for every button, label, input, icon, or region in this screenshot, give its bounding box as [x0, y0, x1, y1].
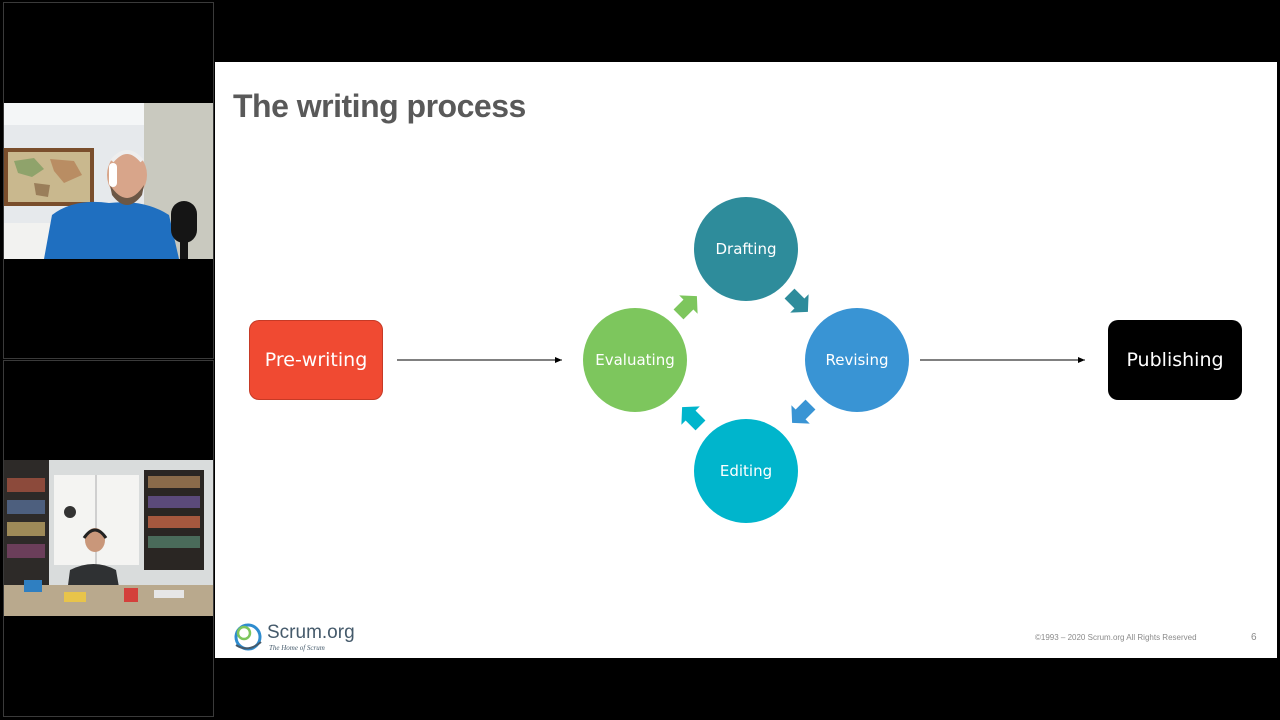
- arrow-drafting-to-revising: [784, 288, 809, 313]
- arrow-evaluating-to-drafting: [673, 295, 698, 320]
- slide-title: The writing process: [233, 88, 526, 124]
- evaluating-circle: Evaluating: [583, 308, 687, 412]
- slide-page-number: 6: [1251, 632, 1257, 643]
- participant-video-1: [4, 103, 213, 259]
- logo-name: Scrum: [267, 622, 322, 643]
- scrum-logo-icon: [234, 623, 262, 651]
- presentation-slide: The writing process Pre-writing Publishi…: [215, 62, 1277, 658]
- logo-suffix: .org: [321, 622, 355, 643]
- editing-circle: Editing: [694, 419, 798, 523]
- arrow-editing-to-evaluating: [681, 406, 706, 431]
- copyright-text: ©1993 – 2020 Scrum.org All Rights Reserv…: [1035, 633, 1197, 642]
- drafting-circle: Drafting: [694, 197, 798, 301]
- logo-tagline: The Home of Scrum: [269, 644, 325, 652]
- process-diagram: [397, 288, 1085, 431]
- participant-video-2: [4, 460, 213, 616]
- publishing-box: Publishing: [1108, 320, 1242, 400]
- prewriting-box: Pre-writing: [249, 320, 383, 400]
- arrow-revising-to-editing: [791, 399, 816, 424]
- revising-circle: Revising: [805, 308, 909, 412]
- logo-wordmark: Scrum.org: [267, 622, 355, 644]
